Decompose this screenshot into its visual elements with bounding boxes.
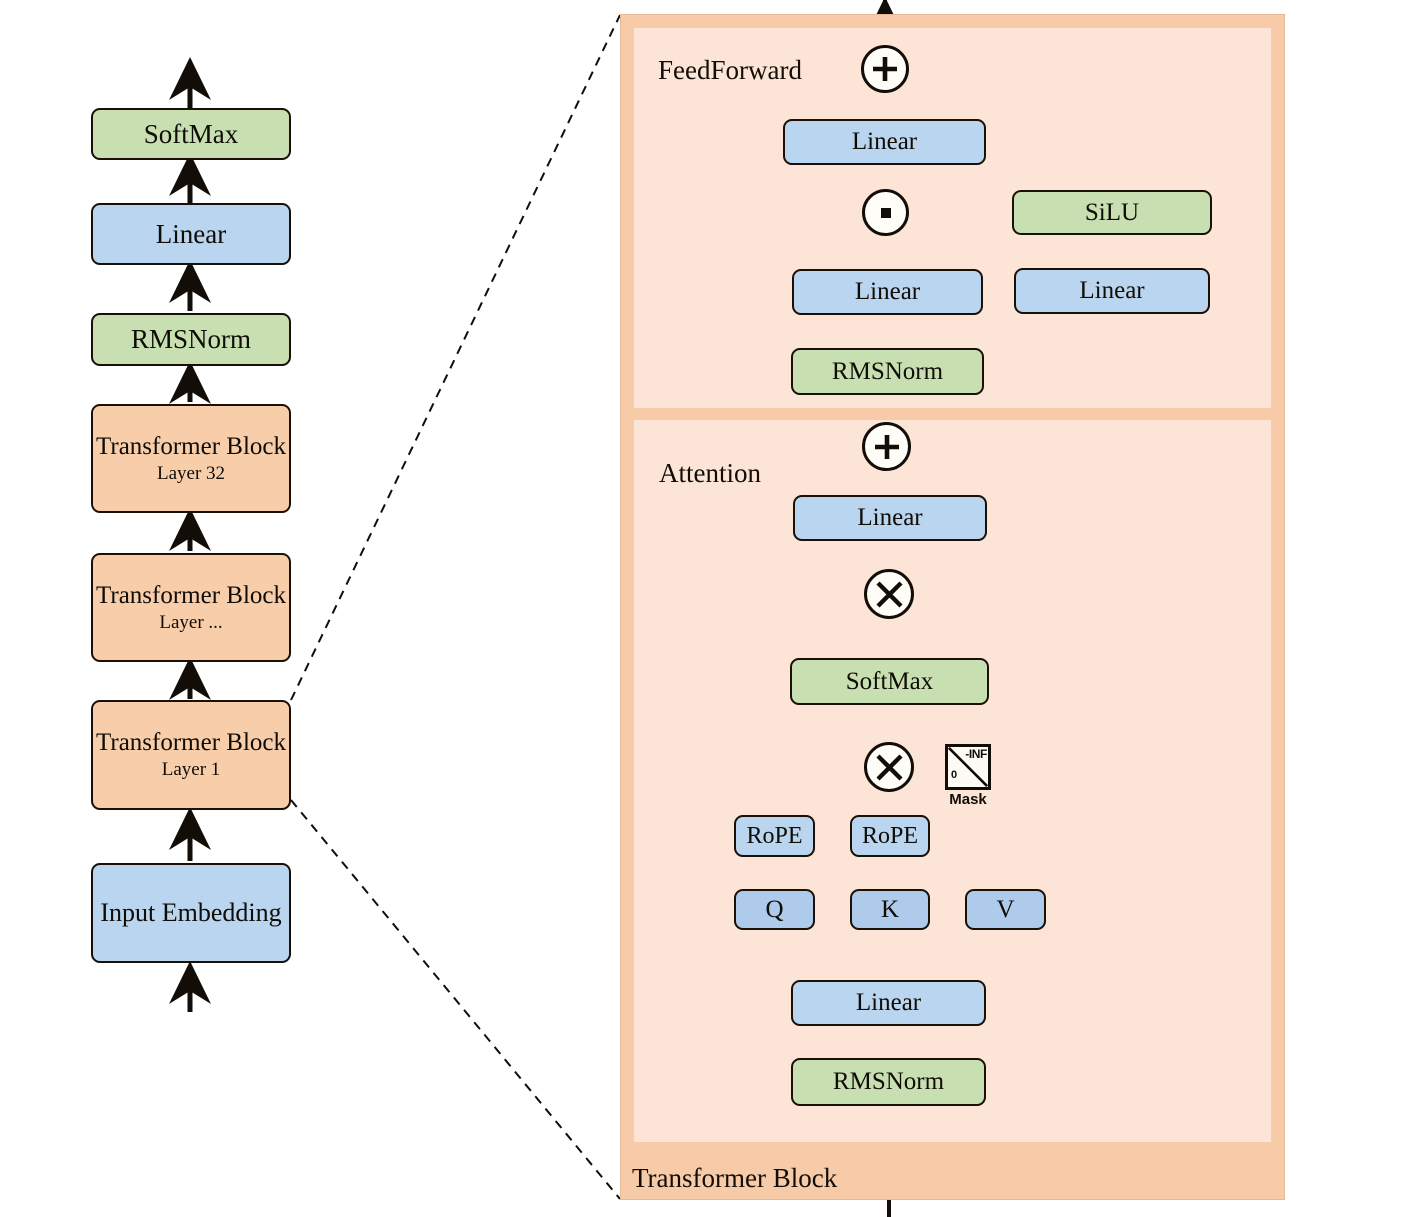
feedforward-output-linear[interactable]: Linear [783, 119, 986, 165]
feedforward-up-linear[interactable]: Linear [1014, 268, 1210, 314]
stack-node-sublabel: Layer ... [159, 611, 223, 633]
mask-lower-value: 0 [951, 769, 958, 781]
attention-residual-add-operator [862, 422, 911, 471]
feedforward-residual-add-operator [861, 45, 909, 93]
attention-qkv-linear[interactable]: Linear [791, 980, 986, 1026]
stack-node-label: Transformer Block [95, 729, 287, 757]
cross-icon [875, 580, 903, 608]
feedforward-section-label: FeedForward [658, 55, 802, 85]
stack-node-label: RMSNorm [130, 324, 252, 355]
attention-value[interactable]: V [965, 889, 1046, 930]
node-label: RoPE [746, 822, 803, 849]
node-label: V [996, 895, 1015, 923]
feedforward-rmsnorm[interactable]: RMSNorm [791, 348, 984, 395]
mask-icon: -INF 0 [945, 744, 991, 790]
node-label: RoPE [861, 822, 918, 849]
node-label: Linear [851, 128, 918, 155]
attention-softmax[interactable]: SoftMax [790, 658, 989, 705]
plus-icon [874, 434, 899, 459]
mask-caption: Mask [949, 791, 987, 808]
attention-scores-matmul-operator [864, 742, 914, 792]
mask-diagonal [948, 747, 988, 787]
stack-node-transformer-block-mid[interactable]: Transformer Block Layer ... [91, 553, 291, 662]
stack-node-label: Transformer Block [95, 432, 287, 460]
feedforward-elementwise-multiply-operator [862, 189, 909, 236]
attention-output-linear[interactable]: Linear [793, 495, 987, 541]
feedforward-gate-linear[interactable]: Linear [792, 269, 983, 315]
attention-rope-key[interactable]: RoPE [850, 815, 930, 857]
attention-mask: -INF 0 Mask [945, 744, 991, 808]
stack-node-transformer-block-32[interactable]: Transformer Block Layer 32 [91, 404, 291, 513]
transformer-block-panel-label: Transformer Block [632, 1163, 838, 1193]
node-label: Linear [857, 504, 923, 531]
plus-icon [873, 57, 897, 81]
node-label: RMSNorm [831, 357, 944, 385]
cross-icon [875, 753, 903, 781]
attention-query[interactable]: Q [734, 889, 815, 930]
attention-rope-query[interactable]: RoPE [734, 815, 815, 857]
stack-node-label: Input Embedding [100, 898, 282, 928]
stack-node-linear[interactable]: Linear [91, 203, 291, 265]
node-label: SoftMax [845, 667, 934, 695]
attention-rmsnorm[interactable]: RMSNorm [791, 1058, 986, 1106]
stack-node-rmsnorm[interactable]: RMSNorm [91, 313, 291, 366]
dot-icon [880, 207, 891, 218]
node-label: SiLU [1084, 198, 1140, 226]
stack-node-input-embedding[interactable]: Input Embedding [91, 863, 291, 963]
feedforward-silu[interactable]: SiLU [1012, 190, 1212, 235]
mask-upper-value: -INF [965, 747, 987, 761]
stack-node-label: Transformer Block [95, 581, 287, 609]
stack-node-label: Linear [155, 218, 227, 249]
stack-node-transformer-block-1[interactable]: Transformer Block Layer 1 [91, 700, 291, 810]
attention-context-matmul-operator [864, 569, 914, 619]
stack-node-label: SoftMax [143, 118, 239, 149]
node-label: K [880, 895, 900, 923]
stack-node-sublabel: Layer 32 [156, 462, 226, 484]
attention-section-label: Attention [659, 458, 761, 488]
node-label: Linear [854, 278, 921, 305]
stack-node-sublabel: Layer 1 [161, 759, 221, 781]
node-label: Q [765, 895, 784, 923]
attention-key[interactable]: K [850, 889, 930, 930]
node-label: Linear [855, 989, 922, 1016]
stack-node-softmax[interactable]: SoftMax [91, 108, 291, 160]
node-label: Linear [1079, 277, 1145, 304]
node-label: RMSNorm [832, 1068, 945, 1095]
